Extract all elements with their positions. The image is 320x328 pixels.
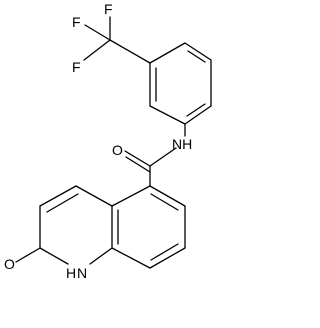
fluorine-label-3: F (72, 59, 81, 75)
lactam-hydrogen-label: H (66, 265, 76, 281)
fluorine-label-2: F (104, 1, 113, 17)
amide-bonds (124, 123, 186, 173)
lactam-nitrogen-label: N (77, 265, 87, 281)
phenyl-ring (149, 42, 212, 125)
lactam-oxygen-label: O (4, 256, 15, 272)
structure-diagram: F F F NH O O H N (4, 1, 212, 281)
amide-nh-label: NH (172, 136, 192, 152)
trifluoromethyl-bonds (83, 16, 151, 64)
carbonyl-oxygen-label: O (112, 142, 123, 158)
fluorine-label-1: F (72, 14, 81, 30)
quinolinone-rings (15, 165, 186, 269)
